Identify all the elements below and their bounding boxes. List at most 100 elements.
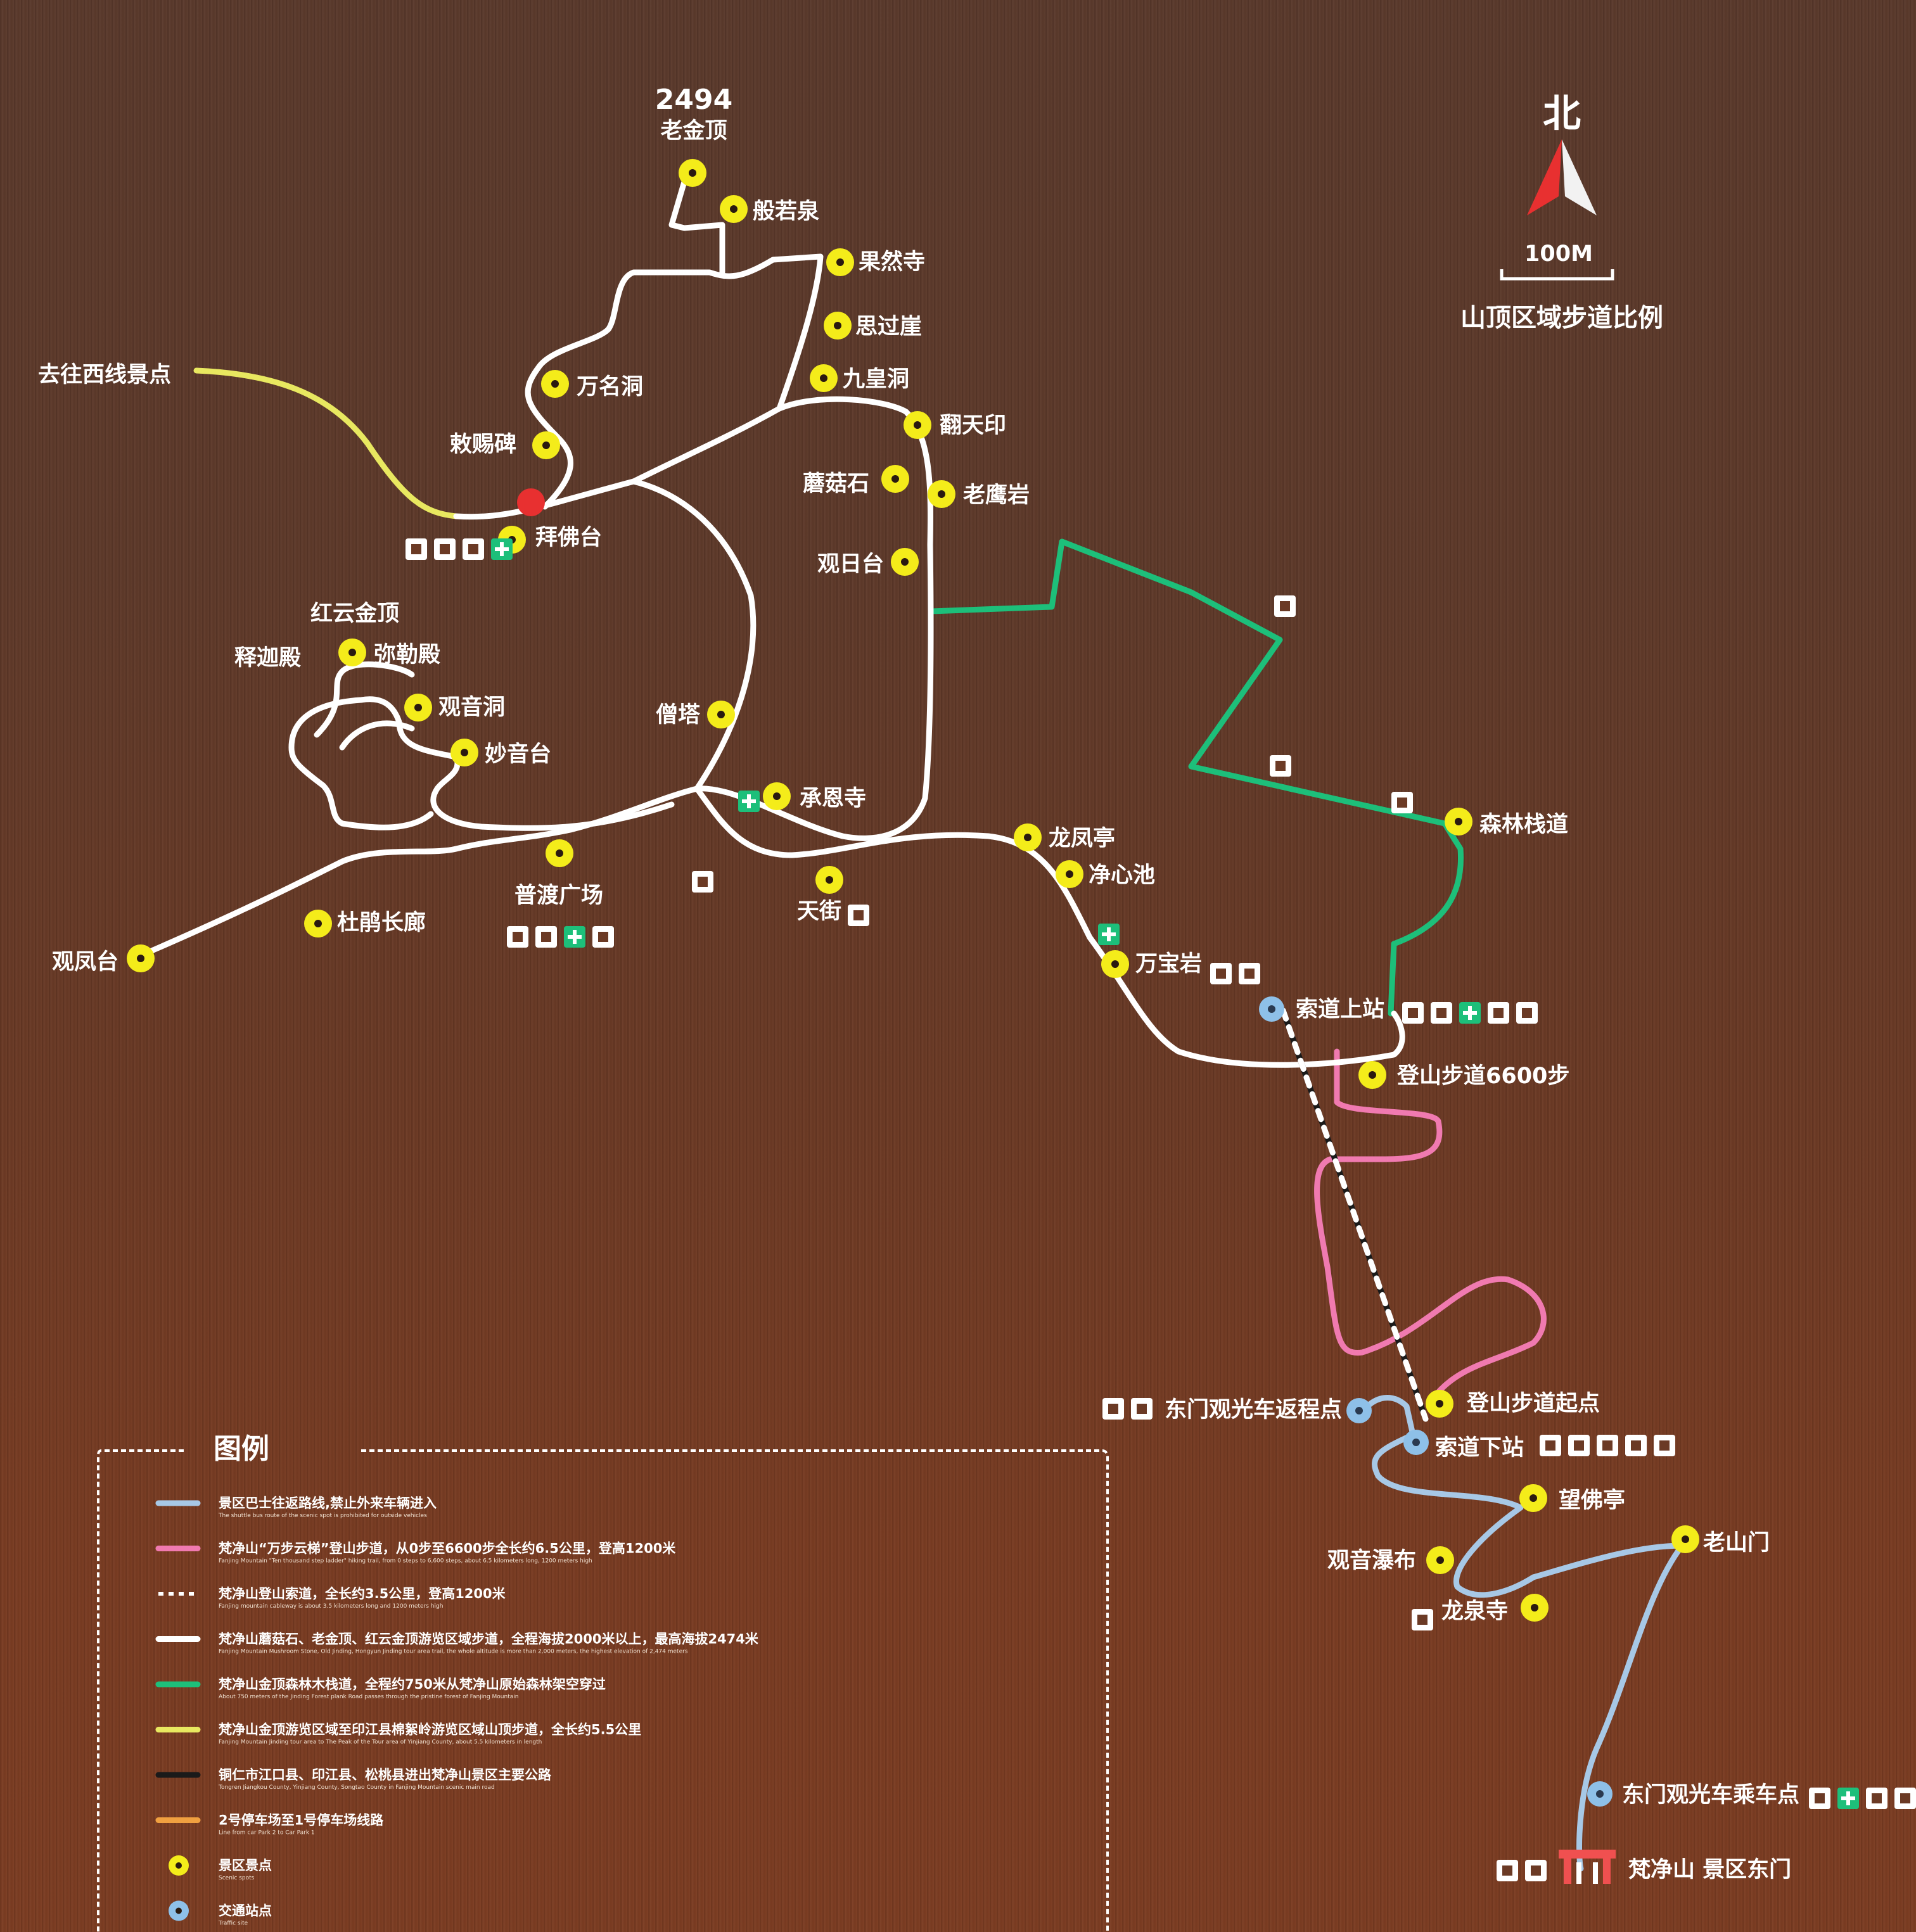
label-suodao-lower: 索道下站 xyxy=(1435,1435,1524,1461)
label-miaoyintai: 妙音台 xyxy=(485,741,551,767)
label-trail-start: 登山步道起点 xyxy=(1466,1391,1600,1416)
label-tianjie: 天街 xyxy=(797,899,841,924)
facility-icon xyxy=(692,871,713,893)
label-mogushi: 蘑菇石 xyxy=(803,471,869,497)
facility-icon xyxy=(1270,755,1291,777)
scenic-spot-dot xyxy=(1445,808,1472,836)
facility-icon xyxy=(564,926,585,948)
label-guanfengtai: 观凤台 xyxy=(52,950,118,975)
station-dot xyxy=(1587,1781,1613,1807)
scenic-spot-dot xyxy=(338,639,366,666)
facility-icons xyxy=(406,538,1916,1881)
scenic-spot-dot xyxy=(904,411,931,439)
label-jiuhuangdong: 九皇洞 xyxy=(843,367,909,392)
summit-elevation: 2494 xyxy=(655,84,732,116)
legend-label: 梵净山“万步云梯”登山步道，从0步至6600步全长约6.5公里，登高1200米 xyxy=(219,1541,676,1556)
facility-icon xyxy=(848,905,869,926)
scenic-spot-dot xyxy=(707,701,735,728)
scenic-spot-dot xyxy=(541,370,569,398)
north-label: 北 xyxy=(1543,92,1581,136)
label-longfengting: 龙凤亭 xyxy=(1049,826,1115,851)
label-fantianyin: 翻天印 xyxy=(940,413,1006,438)
scenic-spot-dot xyxy=(826,248,854,276)
legend-sublabel: Fanjing Mountain Jinding tour area to Th… xyxy=(219,1739,542,1746)
label-bus-return: 东门观光车返程点 xyxy=(1165,1397,1342,1423)
facility-icon xyxy=(1568,1435,1590,1456)
scenic-spot-dot xyxy=(881,465,909,493)
legend-sublabel: About 750 meters of the Jinding Forest p… xyxy=(219,1694,518,1700)
label-west-line: 去往西线景点 xyxy=(38,362,171,388)
traffic-stations xyxy=(1259,996,1613,1807)
route-west-line xyxy=(193,367,459,519)
scenic-spot-dot xyxy=(763,782,791,810)
legend-item: 梵净山金顶森林木栈道，全程约750米从梵净山原始森林架空穿过 About 750 … xyxy=(155,1677,606,1700)
scale-bar: 100M 山顶区域步道比例 xyxy=(1460,241,1663,333)
facility-icon xyxy=(1412,1609,1433,1630)
legend-label: 梵净山金顶游览区域至印江县棉絮岭游览区域山顶步道，全长约5.5公里 xyxy=(219,1722,641,1738)
label-mile-dian: 弥勒殿 xyxy=(374,642,440,668)
scenic-spot-dot xyxy=(1101,950,1129,978)
facility-icon xyxy=(1525,1860,1547,1881)
legend-label: 梵净山蘑菇石、老金顶、红云金顶游览区域步道，全程海拔2000米以上，最高海拔24… xyxy=(219,1632,759,1647)
facility-icon xyxy=(1274,595,1296,617)
legend-label: 交通站点 xyxy=(219,1903,272,1919)
label-longquansi: 龙泉寺 xyxy=(1441,1599,1508,1624)
legend-title: 图例 xyxy=(214,1433,269,1465)
facility-icon xyxy=(1402,1002,1424,1024)
facility-icon xyxy=(1894,1788,1916,1809)
legend-item: 梵净山金顶游览区域至印江县棉絮岭游览区域山顶步道，全长约5.5公里Fanjing… xyxy=(155,1722,641,1746)
label-banruoquan: 般若泉 xyxy=(753,199,819,224)
label-guanyinpubu: 观音瀑布 xyxy=(1327,1548,1416,1573)
label-wanbaoyan: 万宝岩 xyxy=(1135,951,1202,977)
facility-icon xyxy=(1239,963,1260,984)
scenic-spot-dot xyxy=(532,431,560,459)
scenic-spot-dot xyxy=(928,480,955,508)
legend-label: 景区巴士往返路线,禁止外来车辆进入 xyxy=(219,1496,437,1511)
label-dujuanchanglang: 杜鹃长廊 xyxy=(337,910,426,936)
facility-icon xyxy=(1391,792,1413,813)
facility-icon xyxy=(1837,1788,1859,1809)
legend-sublabel: Fanjing Mountain "Ten thousand step ladd… xyxy=(219,1558,592,1565)
facility-icon xyxy=(1516,1002,1538,1024)
facility-icon xyxy=(491,538,513,560)
facility-icon xyxy=(1809,1788,1830,1809)
legend-sublabel: Fanjing Mountain Mushroom Stone, Old Jin… xyxy=(219,1649,688,1655)
station-dot xyxy=(1403,1430,1429,1455)
facility-icon xyxy=(1488,1002,1509,1024)
scenic-spot-dot xyxy=(679,159,706,187)
facility-icon xyxy=(463,538,484,560)
facility-icon xyxy=(738,791,760,812)
label-east-gate: 梵净山 景区东门 xyxy=(1628,1857,1791,1883)
facility-icon xyxy=(1431,1002,1452,1024)
label-bus-board: 东门观光车乘车点 xyxy=(1622,1783,1799,1808)
label-hongyunjinding: 红云金顶 xyxy=(310,601,399,626)
facility-icon xyxy=(1210,963,1232,984)
legend-sublabel: Tongren Jiangkou County, Yinjiang County… xyxy=(218,1784,495,1791)
scenic-spot-dot xyxy=(546,839,573,867)
facility-icon xyxy=(1131,1398,1153,1420)
facility-icon xyxy=(1625,1435,1647,1456)
label-guoransi: 果然寺 xyxy=(859,249,925,275)
legend-label: 梵净山金顶森林木栈道，全程约750米从梵净山原始森林架空穿过 xyxy=(219,1677,606,1692)
facility-icon xyxy=(592,926,614,948)
legend-sublabel: Scenic spots xyxy=(219,1875,255,1881)
legend-item: 梵净山蘑菇石、老金顶、红云金顶游览区域步道，全程海拔2000米以上，最高海拔24… xyxy=(155,1632,759,1655)
scale-label: 100M xyxy=(1524,241,1593,267)
facility-icon xyxy=(1497,1860,1518,1881)
label-guanritai: 观日台 xyxy=(817,552,884,577)
label-laoyingyan: 老鹰岩 xyxy=(963,483,1030,508)
scenic-spot-dot xyxy=(404,694,432,721)
scale-caption: 山顶区域步道比例 xyxy=(1460,303,1663,333)
legend-sublabel: Fanjing mountain cableway is about 3.5 k… xyxy=(219,1603,443,1610)
route-summit-trails xyxy=(143,168,1405,1068)
route-forest-plank xyxy=(928,538,1464,1017)
facility-icon xyxy=(1098,924,1120,945)
label-chengensi: 承恩寺 xyxy=(800,786,866,811)
label-laoshanmen: 老山门 xyxy=(1703,1530,1770,1556)
